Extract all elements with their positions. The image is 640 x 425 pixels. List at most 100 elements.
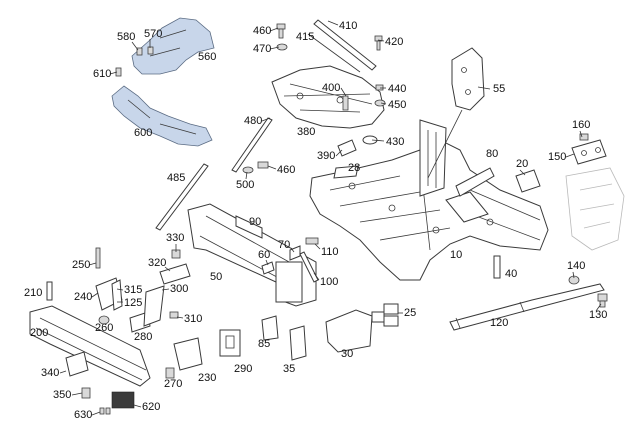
clip-60 [261, 261, 275, 275]
callout-label-c480: 480 [244, 115, 262, 127]
callout-label-c260: 260 [95, 322, 113, 334]
callout-label-c330: 330 [166, 232, 184, 244]
leader-line-c150 [565, 153, 575, 158]
air-duct-600 [111, 85, 213, 147]
callout-label-c30: 30 [341, 348, 353, 360]
rod-485 [155, 163, 209, 231]
bar-40 [493, 255, 501, 279]
callout-label-c350: 350 [53, 389, 71, 401]
callout-label-c485: 485 [167, 172, 185, 184]
leader-line-c160 [579, 130, 583, 138]
callout-label-c28: 28 [348, 162, 360, 174]
bolt-350 [81, 387, 91, 399]
leader-line-c100 [313, 272, 320, 281]
leader-line-c60 [265, 259, 269, 266]
screws-630 [99, 407, 111, 415]
screw-580 [136, 47, 143, 56]
callout-label-c130: 130 [589, 309, 607, 321]
callout-label-c380: 380 [297, 126, 315, 138]
callout-label-c125: 125 [124, 297, 142, 309]
callout-label-c55: 55 [493, 83, 505, 95]
leader-line-c470 [269, 46, 280, 50]
bolt-460a [276, 23, 286, 39]
air-duct-560 [131, 17, 215, 75]
leader-line-c630 [91, 411, 101, 416]
callout-label-c40: 40 [505, 268, 517, 280]
bumper-200 [29, 305, 151, 387]
leader-line-c420 [377, 39, 385, 42]
bolt-110 [305, 237, 319, 245]
leader-line-c400 [340, 87, 347, 97]
callout-label-c610: 610 [93, 68, 111, 80]
callout-label-c420: 420 [385, 36, 403, 48]
callout-label-c100: 100 [320, 276, 338, 288]
callout-label-c400: 400 [322, 82, 340, 94]
callout-label-c310: 310 [184, 313, 202, 325]
callout-label-c50: 50 [210, 271, 222, 283]
rod-480 [231, 117, 273, 173]
callout-label-c140: 140 [567, 260, 585, 272]
callout-label-c320: 320 [148, 257, 166, 269]
panel-55 [451, 47, 485, 111]
blocks-25 [371, 303, 399, 327]
callout-label-c340: 340 [41, 367, 59, 379]
screw-570 [147, 46, 154, 55]
leader-line-c480 [261, 117, 271, 122]
leader-line-c390 [335, 149, 343, 157]
radiator-support-50 [187, 203, 317, 307]
callout-label-c570: 570 [144, 28, 162, 40]
leader-line-c620 [133, 404, 142, 408]
leader-line-c460b [267, 165, 277, 170]
callout-label-c10: 10 [450, 249, 462, 261]
leader-line-c610 [109, 71, 118, 75]
bracket-85 [261, 315, 279, 341]
callout-label-c580: 580 [117, 31, 135, 43]
callout-label-c410: 410 [339, 20, 357, 32]
screw-420 [374, 35, 383, 51]
bracket-30 [325, 309, 373, 353]
washer-470 [276, 43, 288, 51]
leader-line-c315 [116, 288, 124, 291]
callout-label-c460a: 460 [253, 25, 271, 37]
callout-label-c120: 120 [490, 317, 508, 329]
callout-label-c25: 25 [404, 307, 416, 319]
callout-label-c415: 415 [296, 31, 314, 43]
callout-label-c470: 470 [253, 43, 271, 55]
bracket-390 [337, 139, 357, 157]
bracket-320 [159, 263, 191, 285]
strip-415 [307, 33, 361, 73]
bolt-130 [597, 293, 608, 308]
bracket-28 [333, 165, 359, 179]
leader-line-c300 [161, 288, 170, 291]
callout-label-c60: 60 [258, 249, 270, 261]
rail-120 [449, 283, 605, 331]
callout-label-c440: 440 [388, 83, 406, 95]
leader-line-c430 [371, 139, 385, 142]
bolt-160 [579, 133, 589, 141]
bracket-35 [289, 325, 307, 361]
leader-line-c320 [164, 266, 171, 272]
bolt-250 [95, 247, 101, 269]
rod-100 [299, 251, 319, 283]
bracket-230 [173, 337, 203, 371]
leader-line-c350 [71, 392, 83, 396]
callout-label-c450: 450 [388, 99, 406, 111]
callout-label-c250: 250 [72, 259, 90, 271]
leader-line-c340 [59, 370, 67, 374]
leader-line-c500 [245, 171, 248, 180]
callout-label-c20: 20 [516, 158, 528, 170]
callout-label-c110: 110 [321, 246, 339, 258]
washer-450 [374, 99, 386, 107]
callout-label-c200: 200 [30, 327, 48, 339]
bracket-300 [143, 285, 165, 327]
callout-label-c35: 35 [283, 363, 295, 375]
callout-label-c280: 280 [134, 331, 152, 343]
callout-label-c210: 210 [24, 287, 42, 299]
leader-55b [427, 109, 463, 179]
leader-line-c460a [269, 27, 279, 32]
callout-label-c315: 315 [124, 284, 142, 296]
leader-line-c110 [314, 243, 321, 250]
callout-label-c390: 390 [317, 150, 335, 162]
callout-label-c630: 630 [74, 409, 92, 421]
